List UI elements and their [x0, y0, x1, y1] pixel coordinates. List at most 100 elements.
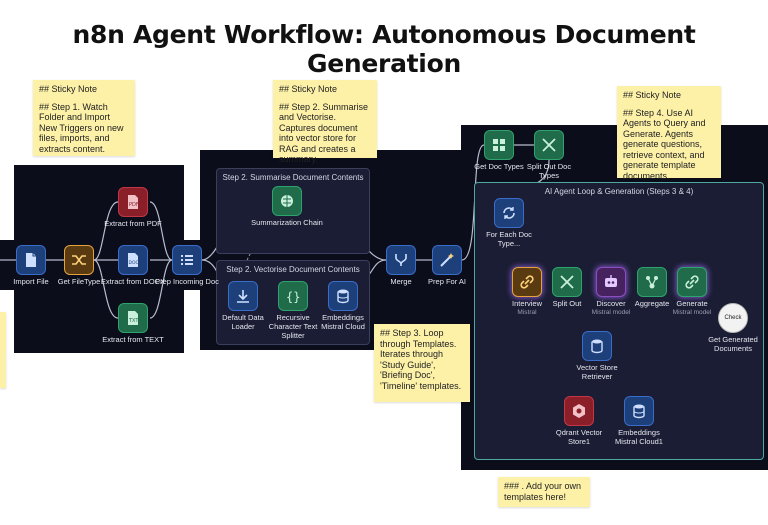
txt-icon: TXT [128, 311, 139, 325]
svg-text:{}: {} [286, 290, 300, 304]
merge-icon [395, 254, 407, 266]
node-label: Embeddings Mistral Cloud1 [615, 428, 663, 446]
sticky-heading: ## Sticky Note [623, 90, 682, 100]
node-label-text: Discover [596, 299, 626, 308]
node-generate[interactable] [677, 267, 707, 297]
node-split-out-doc-types[interactable] [534, 130, 564, 160]
node-embeddings-mistral-cloud[interactable] [328, 281, 358, 311]
sticky-note-step4[interactable]: ## Sticky Note ## Step 4. Use AI Agents … [617, 86, 721, 181]
node-label: Interview Mistral [487, 299, 567, 317]
node-label: Prep Incoming Doc [155, 277, 219, 286]
sticky-body: ## Step 1. Watch Folder and Import New T… [39, 101, 124, 154]
node-extract-text[interactable]: TXT [118, 303, 148, 333]
vector-icon [591, 339, 603, 354]
link-icon [520, 275, 534, 289]
braces-icon: {} [286, 290, 300, 304]
node-extract-pdf[interactable]: PDF [118, 187, 148, 217]
sticky-body: ## Step 4. Use AI Agents to Query and Ge… [623, 107, 706, 181]
node-get-filetype[interactable] [64, 245, 94, 275]
node-label: Split Out [552, 299, 582, 308]
docx-icon: DOC [128, 253, 139, 267]
panel-agent-loop-title: AI Agent Loop & Generation (Steps 3 & 4) [544, 187, 694, 196]
sticky-heading: ## Sticky Note [279, 84, 338, 94]
svg-text:DOC: DOC [129, 260, 139, 266]
node-discover[interactable] [596, 267, 626, 297]
node-prep-incoming-doc[interactable] [172, 245, 202, 275]
list-icon [181, 255, 193, 265]
loop-icon [503, 207, 515, 219]
node-split-out[interactable] [552, 267, 582, 297]
node-extract-docx[interactable]: DOC [118, 245, 148, 275]
node-summarization-chain[interactable] [272, 186, 302, 216]
panel-agent-loop: AI Agent Loop & Generation (Steps 3 & 4) [474, 182, 764, 460]
node-get-doc-types[interactable] [484, 130, 514, 160]
sticky-heading: ## Sticky Note [39, 84, 98, 94]
pdf-icon: PDF [128, 195, 139, 209]
node-sublabel: Mistral model [672, 309, 712, 316]
node-label: Merge [390, 277, 412, 286]
node-qdrant-vector-store[interactable] [564, 396, 594, 426]
svg-text:PDF: PDF [129, 202, 139, 208]
node-sublabel: Mistral model [591, 309, 631, 316]
node-label: Get Doc Types [474, 162, 524, 171]
shuffle-icon [72, 255, 86, 265]
split-icon [542, 138, 556, 152]
node-label: Prep For AI [428, 277, 466, 286]
node-label: Split Out Doc Types [526, 162, 572, 180]
node-merge[interactable] [386, 245, 416, 275]
link-icon [685, 275, 699, 289]
aggregate-icon [646, 276, 658, 289]
check-icon: Check [724, 315, 742, 321]
sticky-note-step2[interactable]: ## Sticky Note ## Step 2. Summarise and … [273, 80, 377, 164]
node-label: Recursive Character Text Splitter [268, 313, 318, 340]
file-icon [26, 253, 36, 267]
node-get-generated-documents[interactable]: Check [718, 303, 748, 333]
node-label: Extract from DOCX [100, 277, 166, 286]
panel-vectorise-title: Step 2. Vectorise Document Contents [226, 265, 360, 274]
database-icon [633, 404, 645, 419]
node-label: Qdrant Vector Store1 [555, 428, 603, 446]
sticky-note-add-templates[interactable]: ### . Add your own templates here! [498, 477, 590, 507]
download-icon [237, 290, 249, 303]
qdrant-icon [573, 404, 585, 418]
panel-summarise-title: Step 2. Summarise Document Contents [222, 173, 364, 182]
node-label: For Each Doc Type... [486, 230, 532, 248]
node-label: Get Generated Documents [708, 335, 758, 353]
page-title: n8n Agent Workflow: Autonomous Document … [72, 20, 696, 78]
node-text-splitter[interactable]: {} [278, 281, 308, 311]
node-embeddings-mistral-cloud1[interactable] [624, 396, 654, 426]
node-label: Summarization Chain [251, 218, 323, 227]
node-label-text: Generate [676, 299, 708, 308]
svg-text:TXT: TXT [128, 318, 139, 324]
node-label: Discover Mistral model [571, 299, 651, 317]
node-label: Extract from PDF [104, 219, 162, 228]
node-interview[interactable] [512, 267, 542, 297]
sticky-note-partial[interactable] [0, 312, 6, 388]
node-label: Vector Store Retriever [576, 363, 618, 381]
node-label: Embeddings Mistral Cloud [321, 313, 365, 331]
sticky-note-step3[interactable]: ## Step 3. Loop through Templates. Itera… [374, 324, 470, 402]
sticky-body: ## Step 3. Loop through Templates. Itera… [380, 328, 462, 391]
node-label: Default Data Loader [222, 313, 264, 331]
node-label-text: Interview [511, 299, 542, 308]
brain-icon [281, 195, 293, 207]
wand-icon [440, 253, 454, 267]
node-label: Get FileType [57, 277, 101, 286]
node-vector-store-retriever[interactable] [582, 331, 612, 361]
database-icon [337, 289, 349, 304]
node-prep-for-ai[interactable] [432, 245, 462, 275]
sticky-body: ## Step 2. Summarise and Vectorise. Capt… [279, 101, 369, 165]
node-import-file[interactable] [16, 245, 46, 275]
node-label: Extract from TEXT [102, 335, 164, 344]
node-sublabel: Mistral [517, 309, 537, 316]
sticky-note-step1[interactable]: ## Sticky Note ## Step 1. Watch Folder a… [33, 80, 135, 156]
node-default-data-loader[interactable] [228, 281, 258, 311]
node-for-each-doc-type[interactable] [494, 198, 524, 228]
node-aggregate[interactable] [637, 267, 667, 297]
sticky-body: ### . Add your own templates here! [504, 481, 582, 502]
node-label: Aggregate [634, 299, 670, 308]
split-icon [560, 275, 574, 289]
node-label: Generate Mistral model [652, 299, 732, 317]
robot-icon [605, 275, 617, 287]
node-label: Import File [13, 277, 49, 286]
